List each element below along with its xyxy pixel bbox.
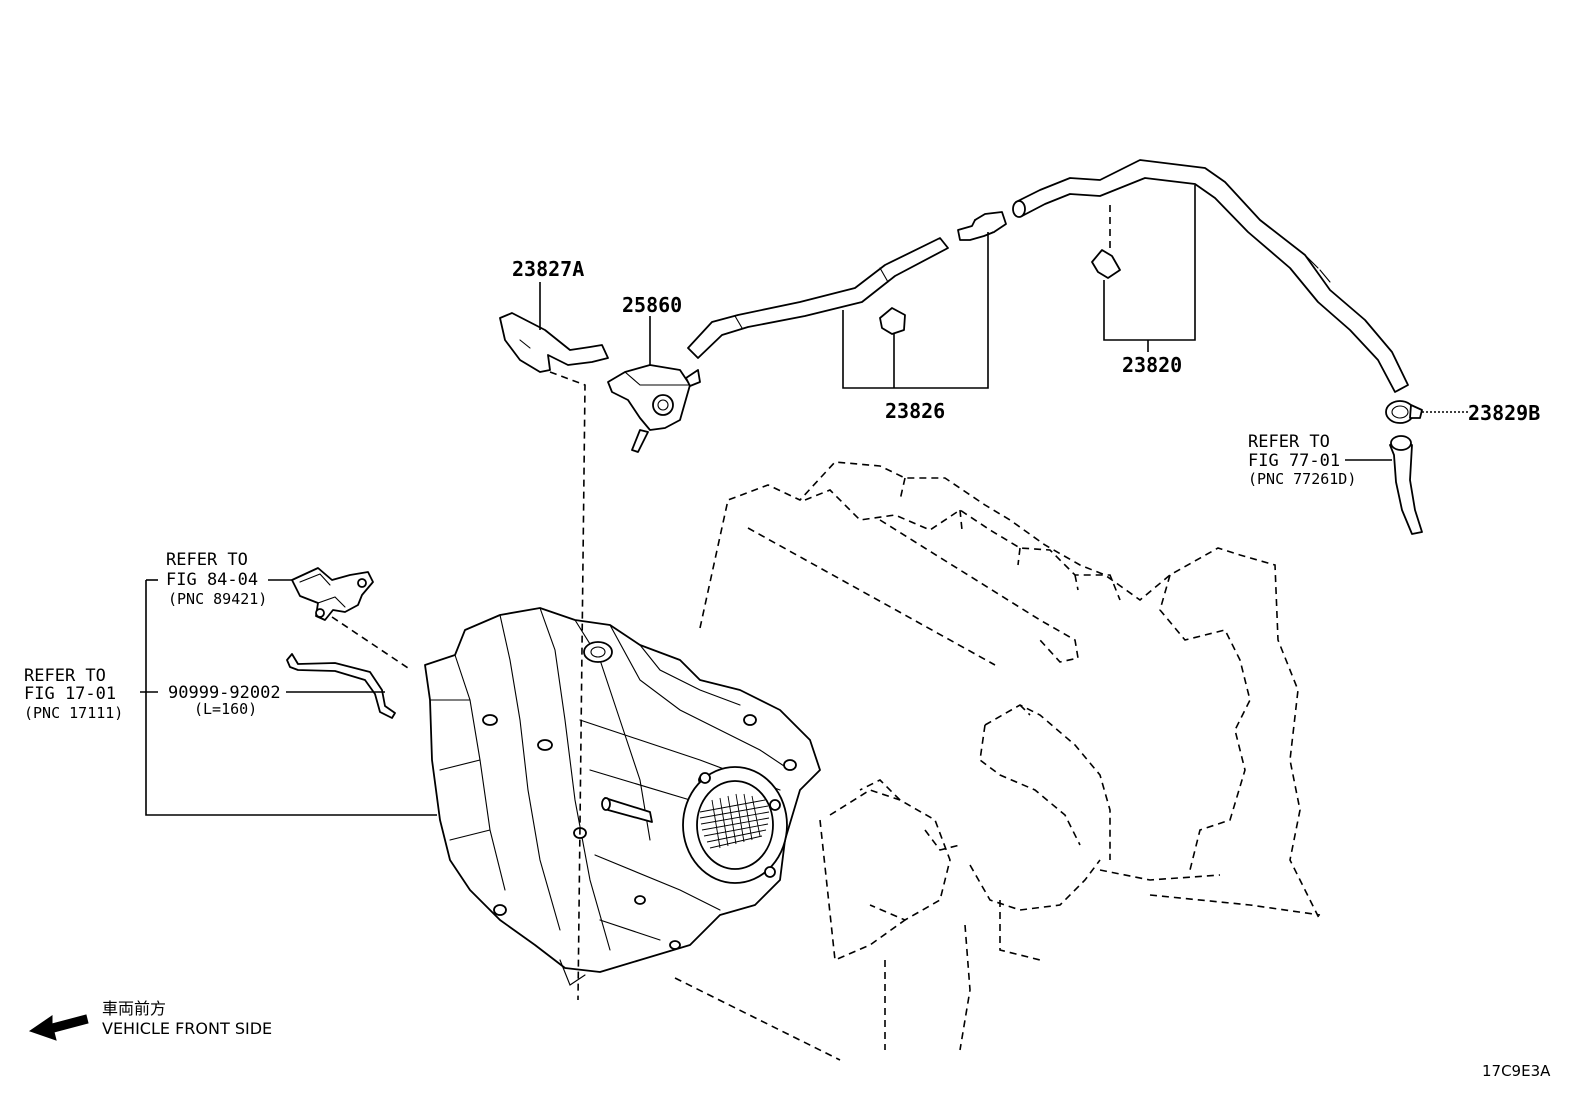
ref-fig-84-04: REFER TO FIG 84-04 (PNC 89421) [166,550,267,608]
label-90999-92002: 90999-92002 [168,683,281,703]
ref-84-line3: (PNC 89421) [168,590,267,608]
label-23829B: 23829B [1468,401,1540,425]
label-23827A: 23827A [512,257,584,281]
ref-77-line1: REFER TO [1248,432,1330,452]
part-labels: 23827A 25860 23826 23820 23829B 90999-92… [168,257,1540,718]
ref-fig-17-01: REFER TO FIG 17-01 (PNC 17111) [24,666,123,722]
clamp-23829B [1385,400,1468,424]
hose-23827A [499,282,609,1001]
vehicle-front-indicator: 車両前方 VEHICLE FRONT SIDE [28,999,272,1041]
hose-90999-92002 [286,653,396,719]
label-23826: 23826 [885,399,945,423]
pcv-valve-25860 [607,316,701,453]
engine-phantom-outline [674,461,1321,1061]
leader-lines-left [140,579,437,816]
throttle-plate-hatch [699,793,770,849]
ref-84-line1: REFER TO [166,550,248,570]
intake-manifold [424,607,821,986]
ref-84-line2: FIG 84-04 [166,570,258,590]
ref-17-line3: (PNC 17111) [24,704,123,722]
ref-fig-77-01: REFER TO FIG 77-01 (PNC 77261D) [1248,432,1356,488]
vacuum-sensor [291,567,409,669]
ref-77-line2: FIG 77-01 [1248,451,1340,471]
hose-23826 [687,211,1007,389]
label-90999-length: (L=160) [194,700,257,718]
ref-17-line2: FIG 17-01 [24,684,116,704]
front-label-japanese: 車両前方 [102,999,166,1018]
ref-17-line1: REFER TO [24,666,106,686]
diagram-code: 17C9E3A [1482,1062,1551,1080]
front-label-english: VEHICLE FRONT SIDE [102,1019,272,1038]
ref-77-line3: (PNC 77261D) [1248,470,1356,488]
hose-fig-77-01 [1345,435,1423,535]
label-23820: 23820 [1122,353,1182,377]
hose-23820 [1012,159,1409,393]
label-25860: 25860 [622,293,682,317]
front-arrow-icon [28,1014,89,1041]
